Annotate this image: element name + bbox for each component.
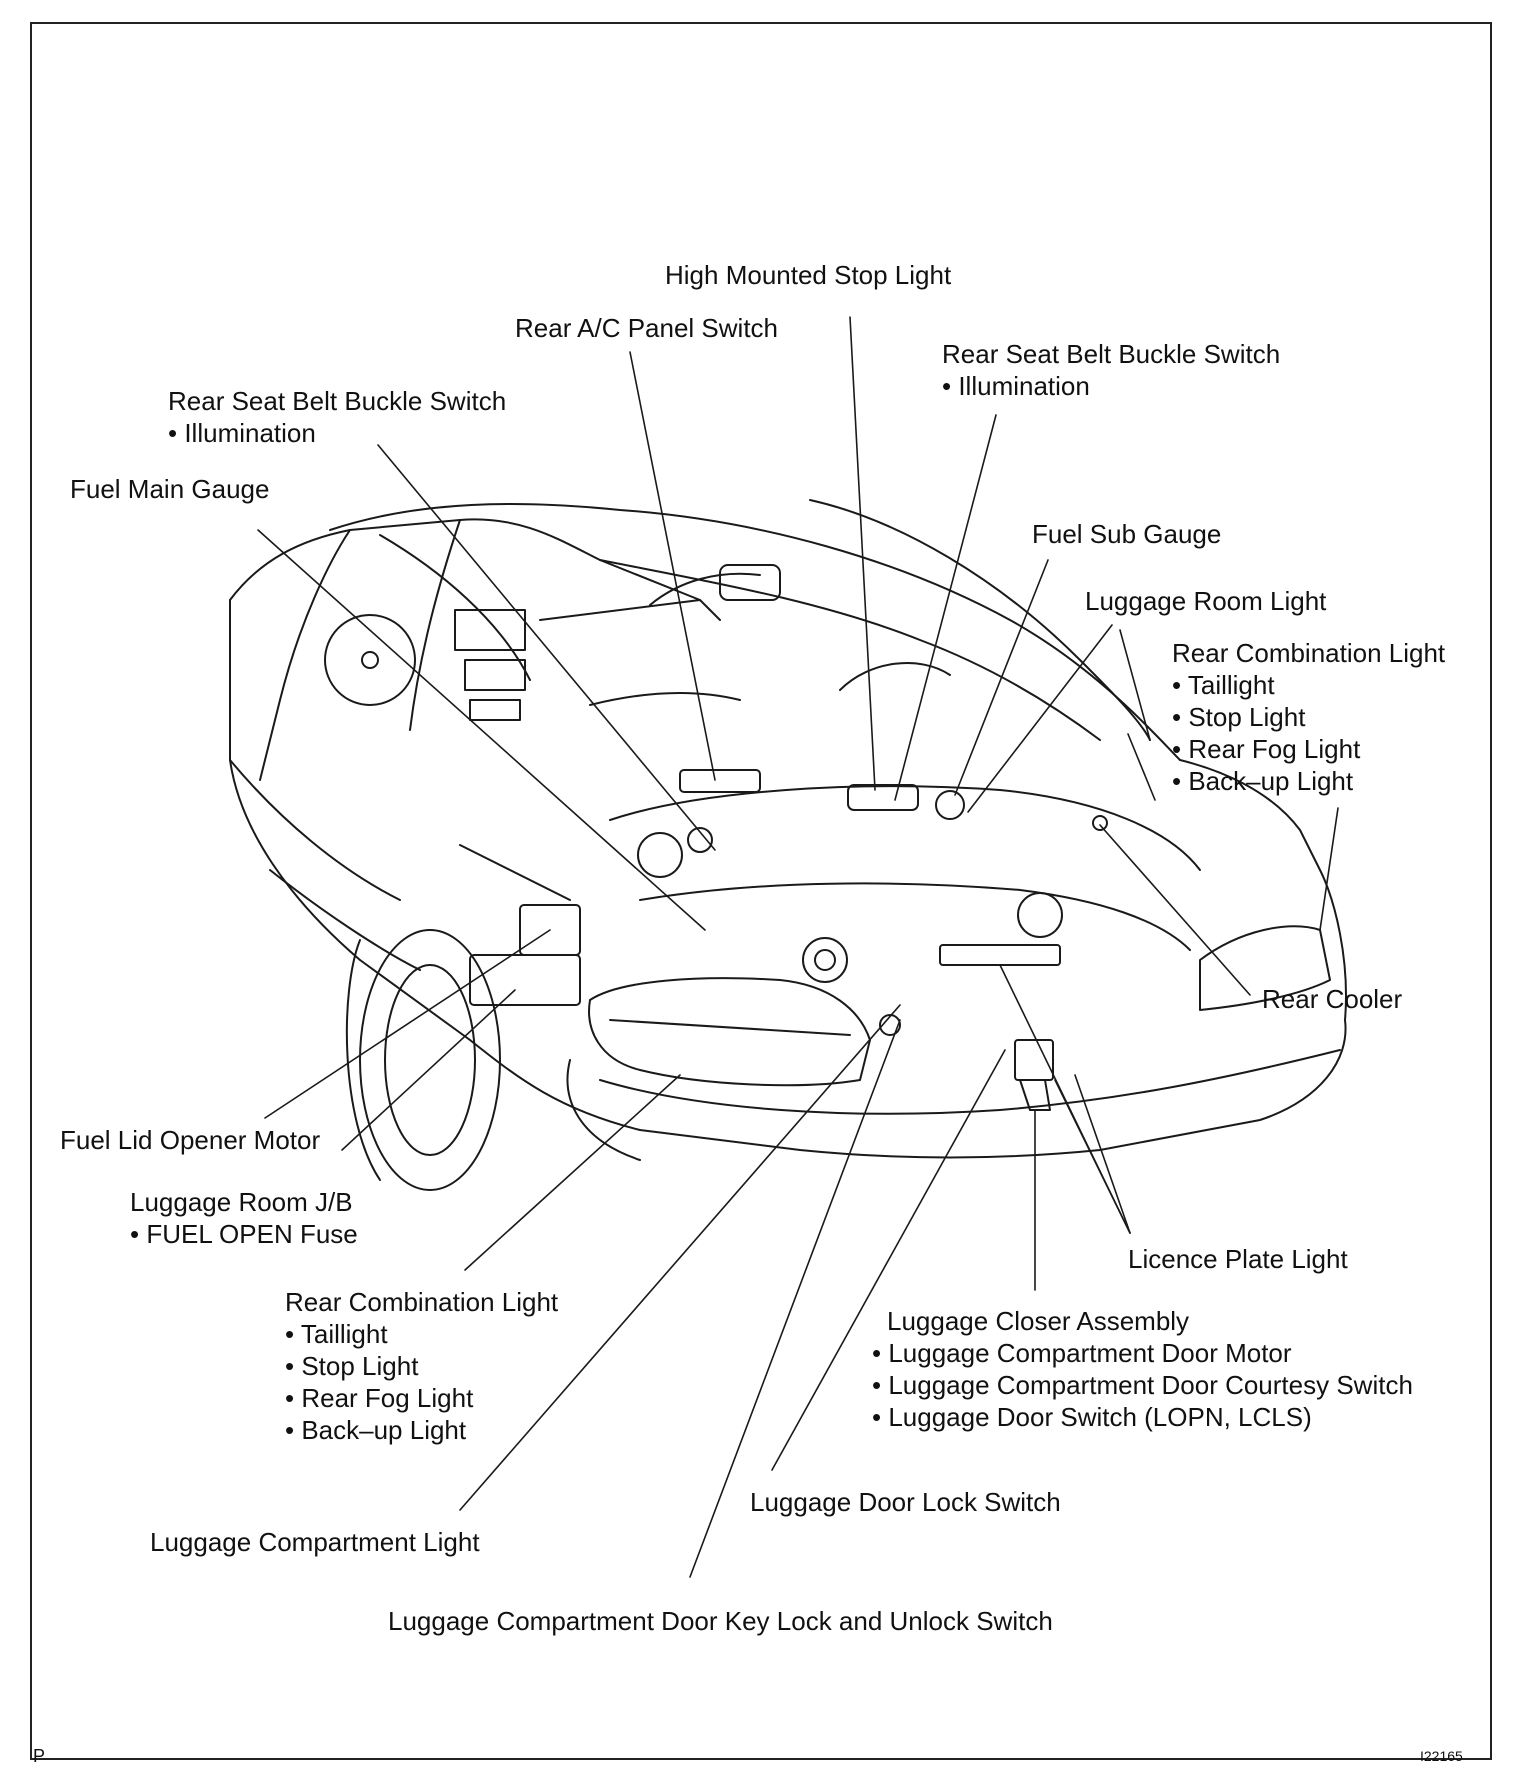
label-luggage-room-light: Luggage Room Light bbox=[1085, 586, 1327, 616]
label-title: Rear Seat Belt Buckle Switch bbox=[168, 386, 507, 416]
label-item: • Luggage Door Switch (LOPN, LCLS) bbox=[872, 1402, 1312, 1432]
car-body-outline bbox=[229, 499, 1347, 1191]
label-item: • Stop Light bbox=[1172, 702, 1306, 732]
label-item: • Taillight bbox=[285, 1319, 388, 1349]
label-item: • Stop Light bbox=[285, 1351, 419, 1381]
label-rear-ac-panel-switch: Rear A/C Panel Switch bbox=[515, 313, 779, 343]
label-item: • Rear Fog Light bbox=[1172, 734, 1361, 764]
label-title: Luggage Closer Assembly bbox=[887, 1306, 1190, 1336]
diagram-frame bbox=[30, 22, 1492, 1760]
label-luggage-room-jb: Luggage Room J/B • FUEL OPEN Fuse bbox=[130, 1186, 358, 1250]
label-key-lock-unlock-switch: Luggage Compartment Door Key Lock and Un… bbox=[388, 1606, 1053, 1636]
label-fuel-lid-opener-motor: Fuel Lid Opener Motor bbox=[60, 1125, 321, 1155]
label-item: • Luggage Compartment Door Motor bbox=[872, 1338, 1292, 1368]
label-luggage-compartment-light: Luggage Compartment Light bbox=[150, 1527, 480, 1557]
label-luggage-door-lock-switch: Luggage Door Lock Switch bbox=[750, 1487, 1061, 1517]
label-luggage-closer-assembly: Luggage Closer Assembly • Luggage Compar… bbox=[872, 1305, 1413, 1433]
label-item: • FUEL OPEN Fuse bbox=[130, 1219, 358, 1249]
leader-lines bbox=[257, 316, 1339, 1578]
label-rear-seat-belt-left: Rear Seat Belt Buckle Switch • Illuminat… bbox=[168, 385, 506, 449]
label-item: • Back–up Light bbox=[285, 1415, 467, 1445]
label-rear-seat-belt-right: Rear Seat Belt Buckle Switch • Illuminat… bbox=[942, 338, 1280, 402]
label-title: Rear Seat Belt Buckle Switch bbox=[942, 339, 1281, 369]
corner-mark: P bbox=[33, 1746, 46, 1766]
figure-id: I22165 bbox=[1420, 1748, 1463, 1764]
label-title: Rear Combination Light bbox=[1172, 638, 1446, 668]
label-item: • Illumination bbox=[942, 371, 1090, 401]
label-fuel-main-gauge: Fuel Main Gauge bbox=[70, 474, 270, 504]
label-licence-plate-light: Licence Plate Light bbox=[1128, 1244, 1348, 1274]
label-item: • Rear Fog Light bbox=[285, 1383, 474, 1413]
label-rear-combination-left: Rear Combination Light • Taillight • Sto… bbox=[285, 1286, 558, 1446]
label-high-mounted-stop-light: High Mounted Stop Light bbox=[665, 260, 952, 290]
label-title: Rear Combination Light bbox=[285, 1287, 559, 1317]
label-item: • Back–up Light bbox=[1172, 766, 1354, 796]
label-rear-cooler: Rear Cooler bbox=[1262, 984, 1403, 1014]
label-item: • Taillight bbox=[1172, 670, 1275, 700]
label-item: • Illumination bbox=[168, 418, 316, 448]
label-fuel-sub-gauge: Fuel Sub Gauge bbox=[1032, 519, 1222, 549]
label-rear-combination-right: Rear Combination Light • Taillight • Sto… bbox=[1172, 637, 1445, 797]
label-title: Luggage Room J/B bbox=[130, 1187, 353, 1217]
label-item: • Luggage Compartment Door Courtesy Swit… bbox=[872, 1370, 1413, 1400]
